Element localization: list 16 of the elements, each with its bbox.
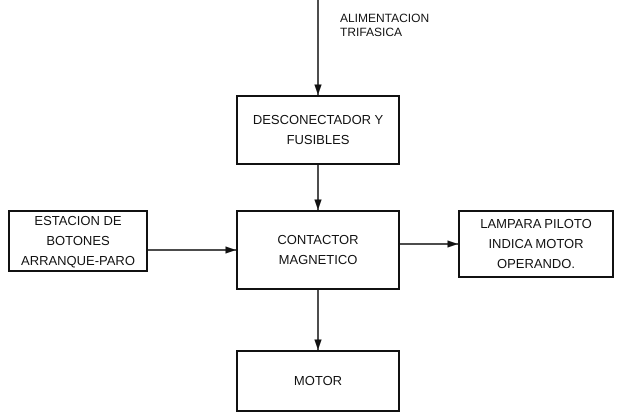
process-box bbox=[458, 210, 614, 278]
arrow bbox=[314, 0, 322, 95]
arrow bbox=[314, 165, 322, 210]
process-box bbox=[236, 210, 400, 290]
process-box bbox=[236, 95, 400, 165]
box-label: LAMPARA PILOTO INDICA MOTOR OPERANDO. bbox=[479, 214, 593, 274]
supply-label: ALIMENTACION TRIFASICA bbox=[340, 12, 430, 40]
box-label: CONTACTOR MAGNETICO bbox=[276, 230, 360, 269]
arrow bbox=[314, 290, 322, 350]
box-label: DESCONECTADOR Y FUSIBLES bbox=[252, 110, 384, 149]
process-box bbox=[8, 210, 148, 272]
arrow bbox=[148, 246, 236, 254]
box-label: ESTACION DE BOTONES ARRANQUE-PARO bbox=[20, 212, 136, 270]
arrow bbox=[400, 240, 458, 248]
process-box bbox=[236, 350, 400, 412]
box-label: MOTOR bbox=[292, 372, 344, 390]
